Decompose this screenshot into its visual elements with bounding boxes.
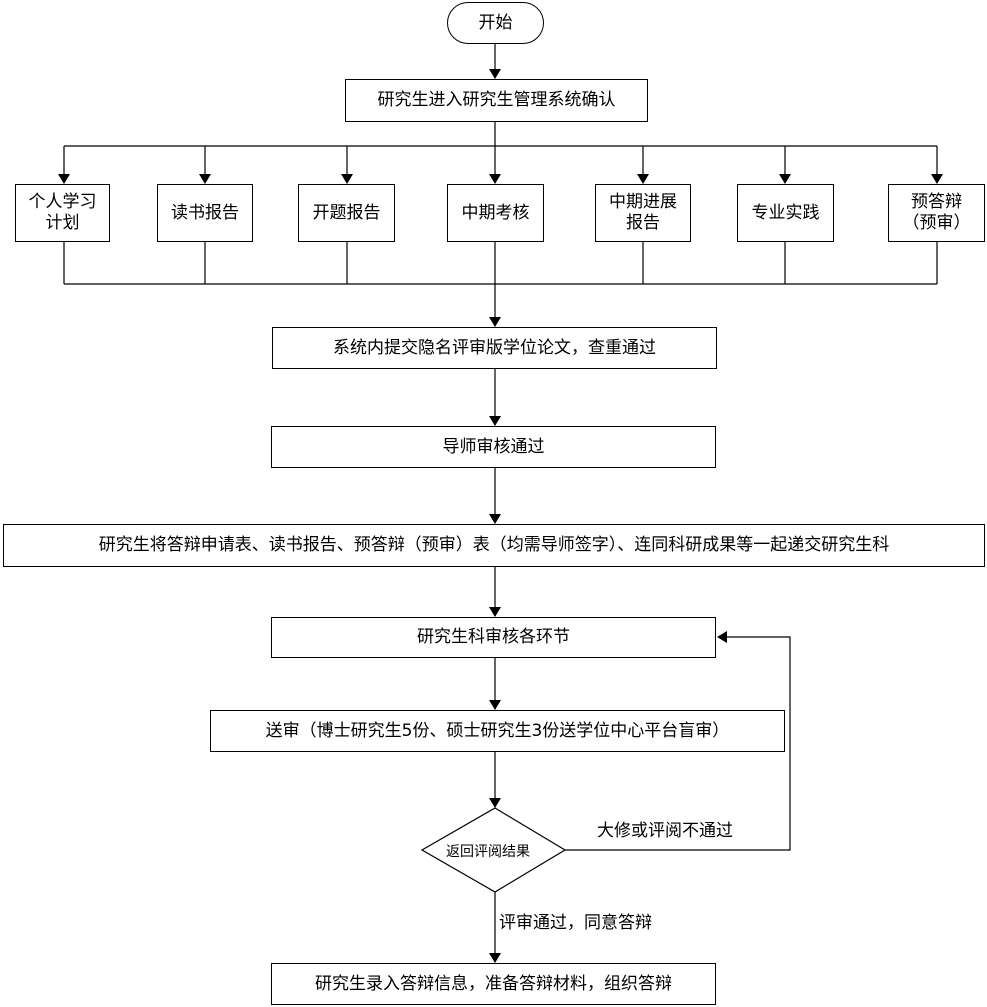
- decision-label: 返回评阅结果: [446, 844, 530, 860]
- module-midterm-progress: 中期进展 报告: [595, 184, 691, 242]
- module-label: 读书报告: [171, 202, 239, 223]
- branch-fail-label: 大修或评阅不通过: [597, 821, 733, 841]
- step-office-review: 研究生科审核各环节: [271, 617, 716, 658]
- step-advisor-label: 导师审核通过: [442, 436, 545, 457]
- step-final-defense: 研究生录入答辩信息，准备答辩材料，组织答辩: [271, 963, 716, 1005]
- module-reading-report: 读书报告: [157, 184, 253, 242]
- step-submit-thesis: 系统内提交隐名评审版学位论文，查重通过: [272, 327, 717, 369]
- decision-diamond: [420, 807, 567, 893]
- module-proposal-report: 开题报告: [298, 184, 395, 242]
- module-study-plan: 个人学习 计划: [15, 184, 110, 242]
- start-node: 开始: [447, 2, 544, 44]
- step-documents-label: 研究生将答辩申请表、读书报告、预答辩（预审）表（均需导师签字）、连同科研成果等一…: [98, 535, 890, 555]
- step-blind-review: 送审（博士研究生5份、硕士研究生3份送学位中心平台盲审）: [210, 710, 785, 752]
- step-blind-label: 送审（博士研究生5份、硕士研究生3份送学位中心平台盲审）: [265, 720, 730, 741]
- step-login: 研究生进入研究生管理系统确认: [345, 79, 648, 122]
- step-login-label: 研究生进入研究生管理系统确认: [377, 90, 616, 110]
- module-label: 个人学习 计划: [28, 192, 97, 233]
- module-label: 预答辩 （预审）: [902, 192, 971, 233]
- step-submit-documents: 研究生将答辩申请表、读书报告、预答辩（预审）表（均需导师签字）、连同科研成果等一…: [3, 524, 985, 567]
- step-office-label: 研究生科审核各环节: [417, 627, 570, 647]
- step-final-label: 研究生录入答辩信息，准备答辩材料，组织答辩: [315, 973, 672, 994]
- start-label: 开始: [478, 12, 513, 33]
- step-advisor-approval: 导师审核通过: [271, 426, 716, 468]
- module-midterm-assessment: 中期考核: [447, 184, 544, 242]
- module-label: 专业实践: [751, 202, 820, 223]
- branch-pass-label: 评审通过，同意答辩: [499, 913, 652, 933]
- module-pre-defense: 预答辩 （预审）: [888, 184, 985, 242]
- module-professional-practice: 专业实践: [737, 184, 834, 242]
- step-submit-label: 系统内提交隐名评审版学位论文，查重通过: [333, 337, 656, 358]
- module-label: 中期考核: [461, 202, 530, 223]
- module-label: 开题报告: [312, 202, 381, 223]
- module-label: 中期进展 报告: [609, 192, 677, 233]
- arrow-fail-loop: [565, 631, 791, 851]
